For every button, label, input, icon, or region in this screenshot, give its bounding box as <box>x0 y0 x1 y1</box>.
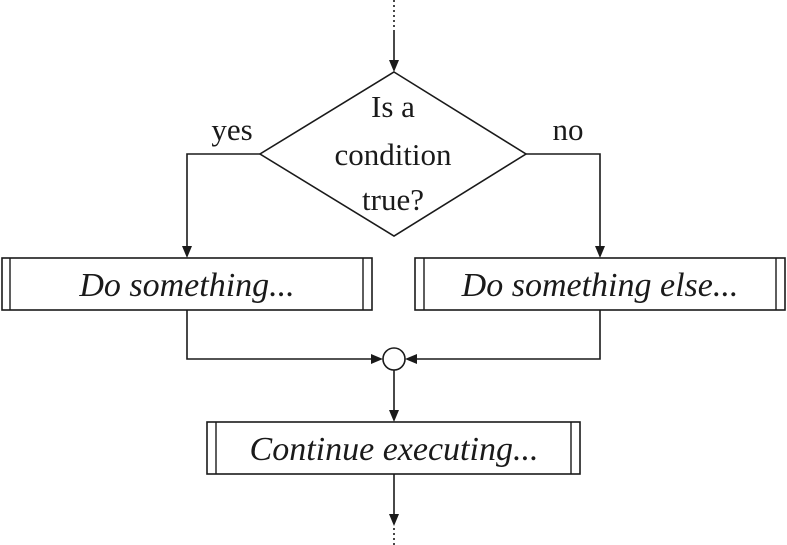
incoming-arrowhead <box>389 60 399 72</box>
decision-line-3: true? <box>362 182 424 217</box>
no-label: no <box>553 112 584 147</box>
yes-merge-connector <box>186 310 371 360</box>
yes-action-text: Do something... <box>78 267 294 304</box>
continue-arrowhead <box>389 410 399 422</box>
yes-label: yes <box>211 112 252 147</box>
yes-connector <box>186 153 260 246</box>
yes-merge-arrowhead <box>371 354 383 364</box>
no-connector <box>526 153 601 246</box>
no-arrowhead <box>595 246 605 258</box>
yes-action-box <box>1 257 373 311</box>
decision-line-2: condition <box>334 137 452 172</box>
no-merge-connector <box>417 310 601 360</box>
merge-junction-circle <box>382 347 406 371</box>
outgoing-arrowhead <box>389 514 399 526</box>
no-merge-arrowhead <box>405 354 417 364</box>
decision-diamond <box>258 71 528 237</box>
no-action-text: Do something else... <box>461 267 739 304</box>
no-action-box <box>414 257 786 311</box>
yes-arrowhead <box>182 246 192 258</box>
decision-line-1: Is a <box>371 89 415 124</box>
continue-action-text: Continue executing... <box>250 431 539 468</box>
